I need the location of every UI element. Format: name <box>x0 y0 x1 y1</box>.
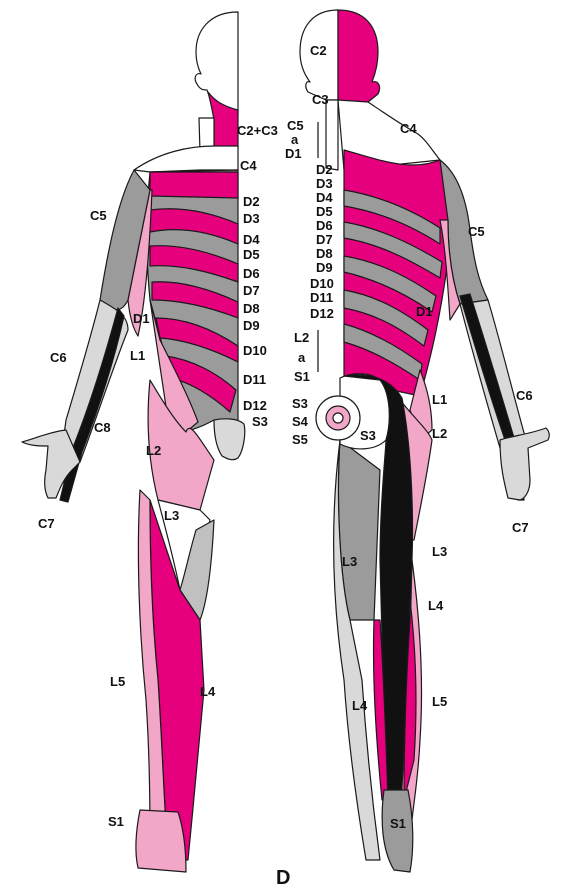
label-back-d12: D12 <box>310 306 334 321</box>
label-back-s2: S2 <box>386 520 402 535</box>
label-back-c5-range: C5 <box>287 118 304 133</box>
label-front-d6: D6 <box>243 266 260 281</box>
label-front-c4: C4 <box>240 158 257 173</box>
label-back-d9: D9 <box>316 260 333 275</box>
label-back-d1-range: D1 <box>285 146 302 161</box>
label-back-d2: D2 <box>316 162 333 177</box>
label-front-d1: D1 <box>133 311 150 326</box>
front-d2-band <box>150 172 238 198</box>
back-neck-left <box>326 100 338 170</box>
label-front-d8: D8 <box>243 301 260 316</box>
front-c4-region <box>134 146 238 172</box>
label-front-c8: C8 <box>94 420 111 435</box>
label-back-l3-left: L3 <box>342 554 357 569</box>
label-back-d10: D10 <box>310 276 334 291</box>
label-back-d8: D8 <box>316 246 333 261</box>
label-back-d11: D11 <box>310 290 333 305</box>
label-front-c7: C7 <box>38 516 55 531</box>
label-back-a2: a <box>298 350 306 365</box>
label-front-d12: D12 <box>243 398 267 413</box>
label-front-d5: D5 <box>243 247 260 262</box>
label-back-d3: D3 <box>316 176 333 191</box>
label-front-d2: D2 <box>243 194 260 209</box>
label-front-l3: L3 <box>164 508 179 523</box>
label-front-d4: D4 <box>243 232 260 247</box>
front-head <box>195 12 238 115</box>
label-back-s4: S4 <box>292 414 309 429</box>
label-front-l1: L1 <box>130 348 145 363</box>
label-front-d10: D10 <box>243 343 267 358</box>
label-back-c6: C6 <box>516 388 533 403</box>
label-back-c7: C7 <box>512 520 529 535</box>
label-back-l3-right: L3 <box>432 544 447 559</box>
label-front-s1: S1 <box>108 814 124 829</box>
label-back-c3: C3 <box>312 92 329 107</box>
label-front-d11: D11 <box>243 372 266 387</box>
label-back-d4: D4 <box>316 190 333 205</box>
front-figure <box>22 12 245 872</box>
label-back-c2: C2 <box>310 43 327 58</box>
back-foot-s1 <box>382 790 413 872</box>
label-front-c5: C5 <box>90 208 107 223</box>
label-back-l2: L2 <box>432 426 447 441</box>
label-back-l1: L1 <box>432 392 447 407</box>
front-foot <box>136 810 186 872</box>
label-back-l2-range: L2 <box>294 330 309 345</box>
label-back-d5: D5 <box>316 204 333 219</box>
back-c2-region <box>338 10 380 104</box>
label-back-s1-range: S1 <box>294 369 310 384</box>
label-front-d7: D7 <box>243 283 260 298</box>
label-front-l2: L2 <box>146 443 161 458</box>
label-back-a1: a <box>291 132 299 147</box>
label-back-s3-list: S3 <box>292 396 308 411</box>
label-back-s1: S1 <box>390 816 406 831</box>
label-front-c6: C6 <box>50 350 67 365</box>
label-front-l5: L5 <box>110 674 125 689</box>
label-back-c5: C5 <box>468 224 485 239</box>
label-back-s3: S3 <box>360 428 376 443</box>
back-figure <box>300 10 549 872</box>
label-back-l5: L5 <box>432 694 447 709</box>
back-hand <box>500 428 549 500</box>
label-back-s5: S5 <box>292 432 308 447</box>
label-back-d7: D7 <box>316 232 333 247</box>
back-s-circle-inner <box>333 413 343 423</box>
label-back-l4-right: L4 <box>428 598 444 613</box>
label-front-l4: L4 <box>200 684 216 699</box>
label-back-l4-left: L4 <box>352 698 368 713</box>
label-back-d6: D6 <box>316 218 333 233</box>
label-front-d9: D9 <box>243 318 260 333</box>
label-front-c2c3: C2+C3 <box>237 123 278 138</box>
label-front-s3: S3 <box>252 414 268 429</box>
figure-label: D <box>276 867 290 889</box>
label-front-d3: D3 <box>243 211 260 226</box>
front-right-hand <box>214 419 245 460</box>
label-back-d1: D1 <box>416 304 433 319</box>
label-back-c4: C4 <box>400 121 417 136</box>
